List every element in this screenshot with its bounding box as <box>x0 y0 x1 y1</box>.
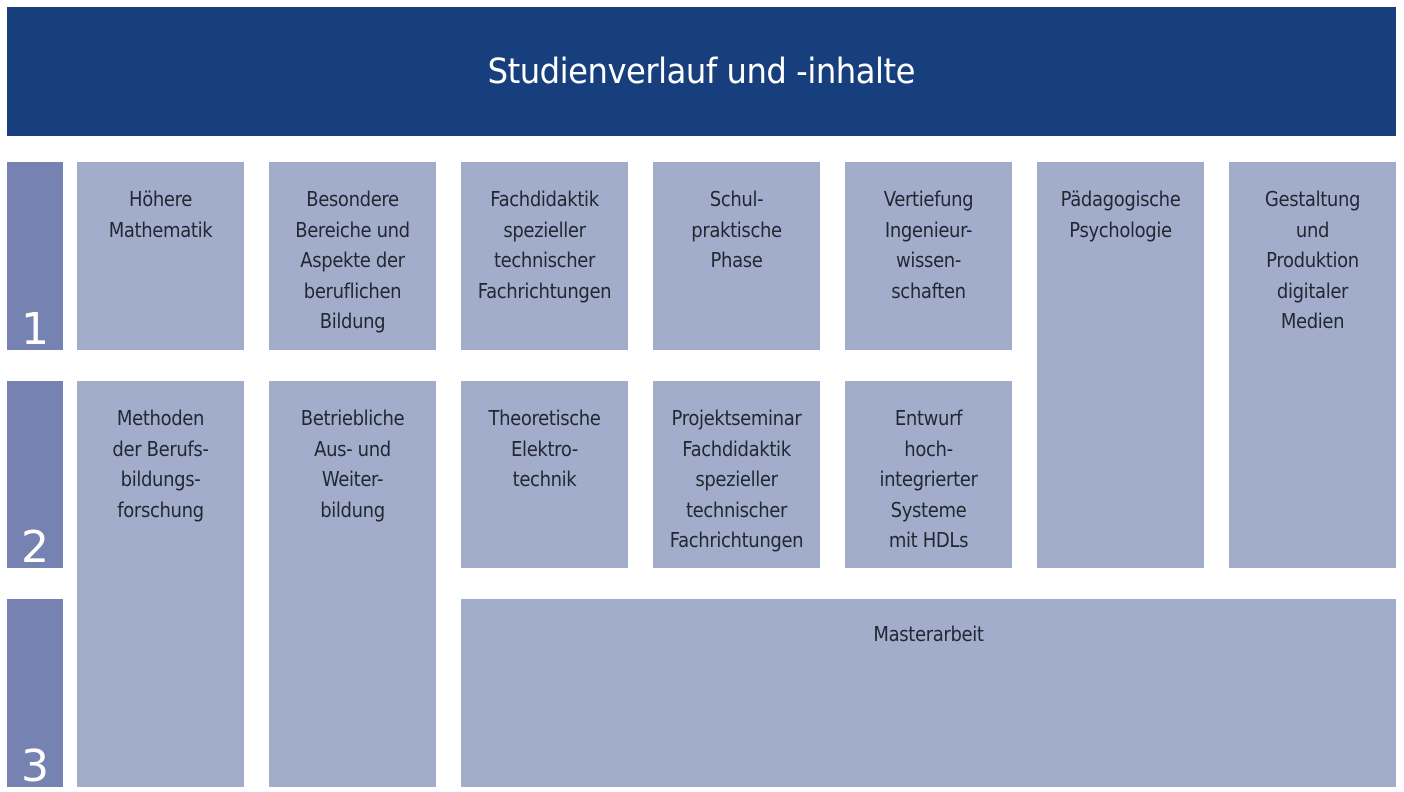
semester-2-number: 2 <box>21 522 49 573</box>
module-paedagogische-psychologie-label: Pädagogische Psychologie <box>1060 187 1181 242</box>
module-projektseminar: Projektseminar Fachdidaktik spezieller t… <box>653 381 820 568</box>
module-masterarbeit-label: Masterarbeit <box>873 622 984 646</box>
module-paedagogische-psychologie: Pädagogische Psychologie <box>1037 162 1204 568</box>
module-schulpraktische-phase: Schul- praktische Phase <box>653 162 820 350</box>
semester-2-bar: 2 <box>7 381 63 573</box>
module-methoden-label: Methoden der Berufs- bildungs- forschung <box>112 406 209 522</box>
diagram-title-bar: Studienverlauf und -inhalte <box>7 7 1396 136</box>
module-projektseminar-label: Projektseminar Fachdidaktik spezieller t… <box>669 406 804 552</box>
module-hoehere-mathematik: Höhere Mathematik <box>77 162 244 350</box>
semester-1-number: 1 <box>21 304 49 355</box>
module-besondere-bereiche: Besondere Bereiche und Aspekte der beruf… <box>269 162 436 350</box>
module-besondere-bereiche-label: Besondere Bereiche und Aspekte der beruf… <box>295 187 410 333</box>
module-betriebliche-weiterbildung: Betriebliche Aus- und Weiter- bildung <box>269 381 436 787</box>
module-hoehere-mathematik-label: Höhere Mathematik <box>108 187 213 242</box>
module-betriebliche-label: Betriebliche Aus- und Weiter- bildung <box>300 406 405 522</box>
module-theoretische-elektrotechnik-label: Theoretische Elektro- technik <box>488 406 601 491</box>
module-entwurf-label: Entwurf hoch- integrierter Systeme mit H… <box>879 406 978 552</box>
module-fachdidaktik-label: Fachdidaktik spezieller technischer Fach… <box>477 187 612 303</box>
module-fachdidaktik: Fachdidaktik spezieller technischer Fach… <box>461 162 628 350</box>
module-entwurf-hochintegrierter-systeme: Entwurf hoch- integrierter Systeme mit H… <box>845 381 1012 568</box>
module-vertiefung-label: Vertiefung Ingenieur- wissen- schaften <box>883 187 974 303</box>
module-vertiefung-ingenieurwissenschaften: Vertiefung Ingenieur- wissen- schaften <box>845 162 1012 350</box>
semester-3-number: 3 <box>21 741 49 792</box>
module-schulpraktische-phase-label: Schul- praktische Phase <box>691 187 782 272</box>
semester-1-bar: 1 <box>7 162 63 355</box>
module-masterarbeit: Masterarbeit <box>461 599 1396 787</box>
module-methoden-berufsbildungsforschung: Methoden der Berufs- bildungs- forschung <box>77 381 244 787</box>
semester-3-bar: 3 <box>7 599 63 792</box>
diagram-title: Studienverlauf und -inhalte <box>487 51 916 92</box>
module-gestaltung-digitaler-medien: Gestaltung und Produktion digitaler Medi… <box>1229 162 1396 568</box>
module-gestaltung-label: Gestaltung und Produktion digitaler Medi… <box>1264 187 1361 333</box>
module-theoretische-elektrotechnik: Theoretische Elektro- technik <box>461 381 628 568</box>
